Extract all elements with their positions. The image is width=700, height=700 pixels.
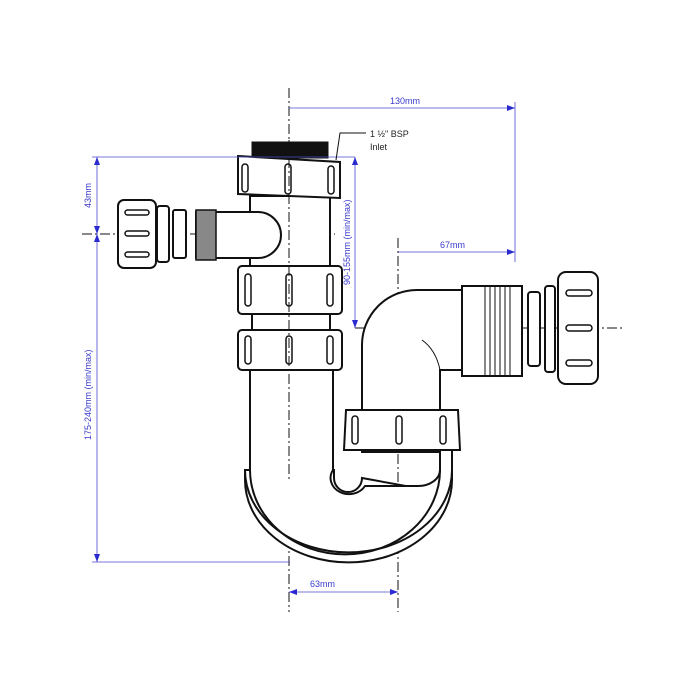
side-washer bbox=[172, 209, 187, 259]
elbow-seam bbox=[421, 339, 441, 371]
label-63mm: 63mm bbox=[310, 579, 335, 589]
dim-90-155 bbox=[352, 157, 358, 328]
label-175-240mm: 175-240mm (min/max) bbox=[83, 349, 93, 440]
side-inlet-pipe bbox=[195, 211, 282, 259]
lower-nut-ribs bbox=[244, 335, 334, 365]
outlet-thread-lines bbox=[484, 286, 511, 376]
label-90-155mm: 90-155mm (min/max) bbox=[342, 199, 352, 285]
dim-63 bbox=[289, 589, 398, 595]
label-43mm: 43mm bbox=[83, 183, 93, 208]
dim-175-240 bbox=[92, 234, 290, 563]
leg-nut-ribs bbox=[351, 415, 447, 445]
outlet-cone-washer bbox=[544, 285, 556, 373]
label-inlet: Inlet bbox=[370, 142, 388, 152]
label-130mm: 130mm bbox=[390, 96, 420, 106]
dim-67 bbox=[398, 249, 515, 255]
label-67mm: 67mm bbox=[440, 240, 465, 250]
outlet-nut-ribs bbox=[565, 289, 593, 367]
outlet-washer bbox=[527, 291, 541, 367]
top-nut-ribs bbox=[241, 163, 335, 195]
inlet-leader-line bbox=[335, 132, 366, 161]
label-inlet-size: 1 ½" BSP bbox=[370, 129, 409, 139]
side-cone-washer bbox=[156, 205, 170, 263]
side-nut-ribs bbox=[124, 209, 150, 258]
top-inlet-washer bbox=[251, 141, 329, 159]
dim-130 bbox=[289, 102, 516, 262]
dim-43 bbox=[92, 156, 355, 234]
u-bend-outline bbox=[249, 365, 441, 556]
outlet-thread bbox=[461, 285, 523, 377]
side-inlet-thread bbox=[195, 209, 217, 261]
